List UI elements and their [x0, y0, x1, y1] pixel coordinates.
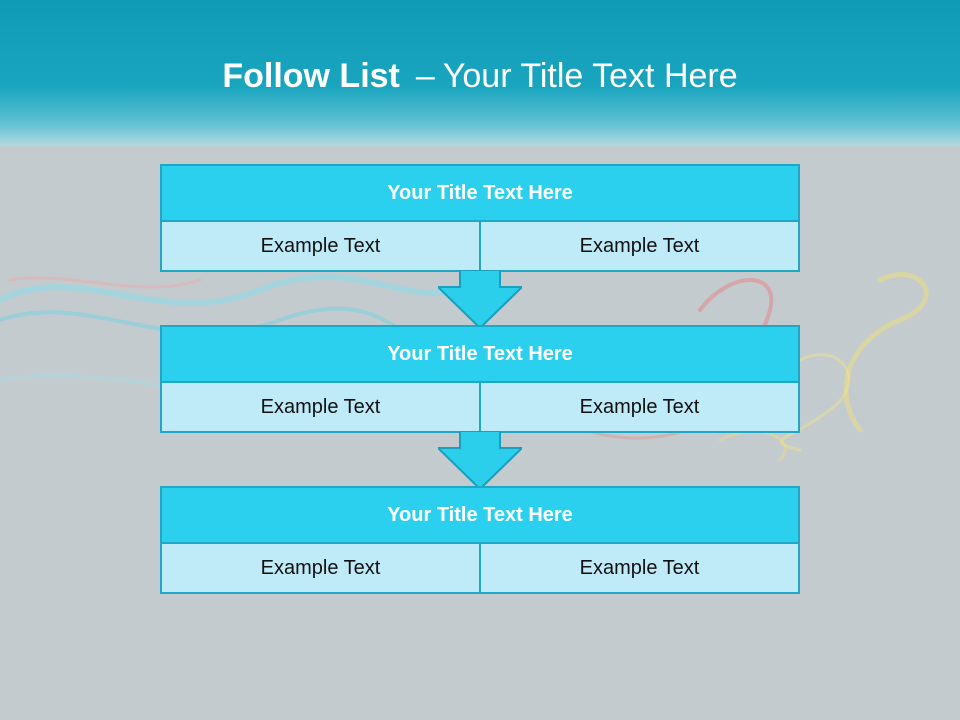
step-block-cell-left: Example Text: [260, 556, 381, 579]
down-arrow-icon: [438, 270, 522, 328]
step-block-cell-right: Example Text: [479, 383, 798, 431]
step-block-cell-left: Example Text: [260, 234, 381, 257]
step-block-1: Your Title Text Here Example Text Exampl…: [160, 164, 800, 272]
slide-title: Follow List–Your Title Text Here: [0, 54, 960, 98]
step-block-title: Your Title Text Here: [162, 488, 798, 544]
step-block-2: Your Title Text Here Example Text Exampl…: [160, 325, 800, 433]
step-block-cell-left: Example Text: [260, 395, 381, 418]
step-block-row: Example Text Example Text: [162, 383, 798, 431]
down-arrow-icon: [438, 431, 522, 489]
smoke-background-art: [0, 272, 929, 462]
step-block-title: Your Title Text Here: [162, 166, 798, 222]
slide-title-rest: Your Title Text Here: [442, 57, 738, 95]
step-block-row: Example Text Example Text: [162, 544, 798, 592]
step-block-title: Your Title Text Here: [162, 327, 798, 383]
step-block-cell-right: Example Text: [479, 222, 798, 270]
slide-title-bold: Follow List: [222, 57, 400, 95]
step-block-3: Your Title Text Here Example Text Exampl…: [160, 486, 800, 594]
header-band: [0, 0, 960, 146]
step-block-row: Example Text Example Text: [162, 222, 798, 270]
slide-title-separator: –: [415, 57, 435, 95]
step-block-cell-right: Example Text: [479, 544, 798, 592]
